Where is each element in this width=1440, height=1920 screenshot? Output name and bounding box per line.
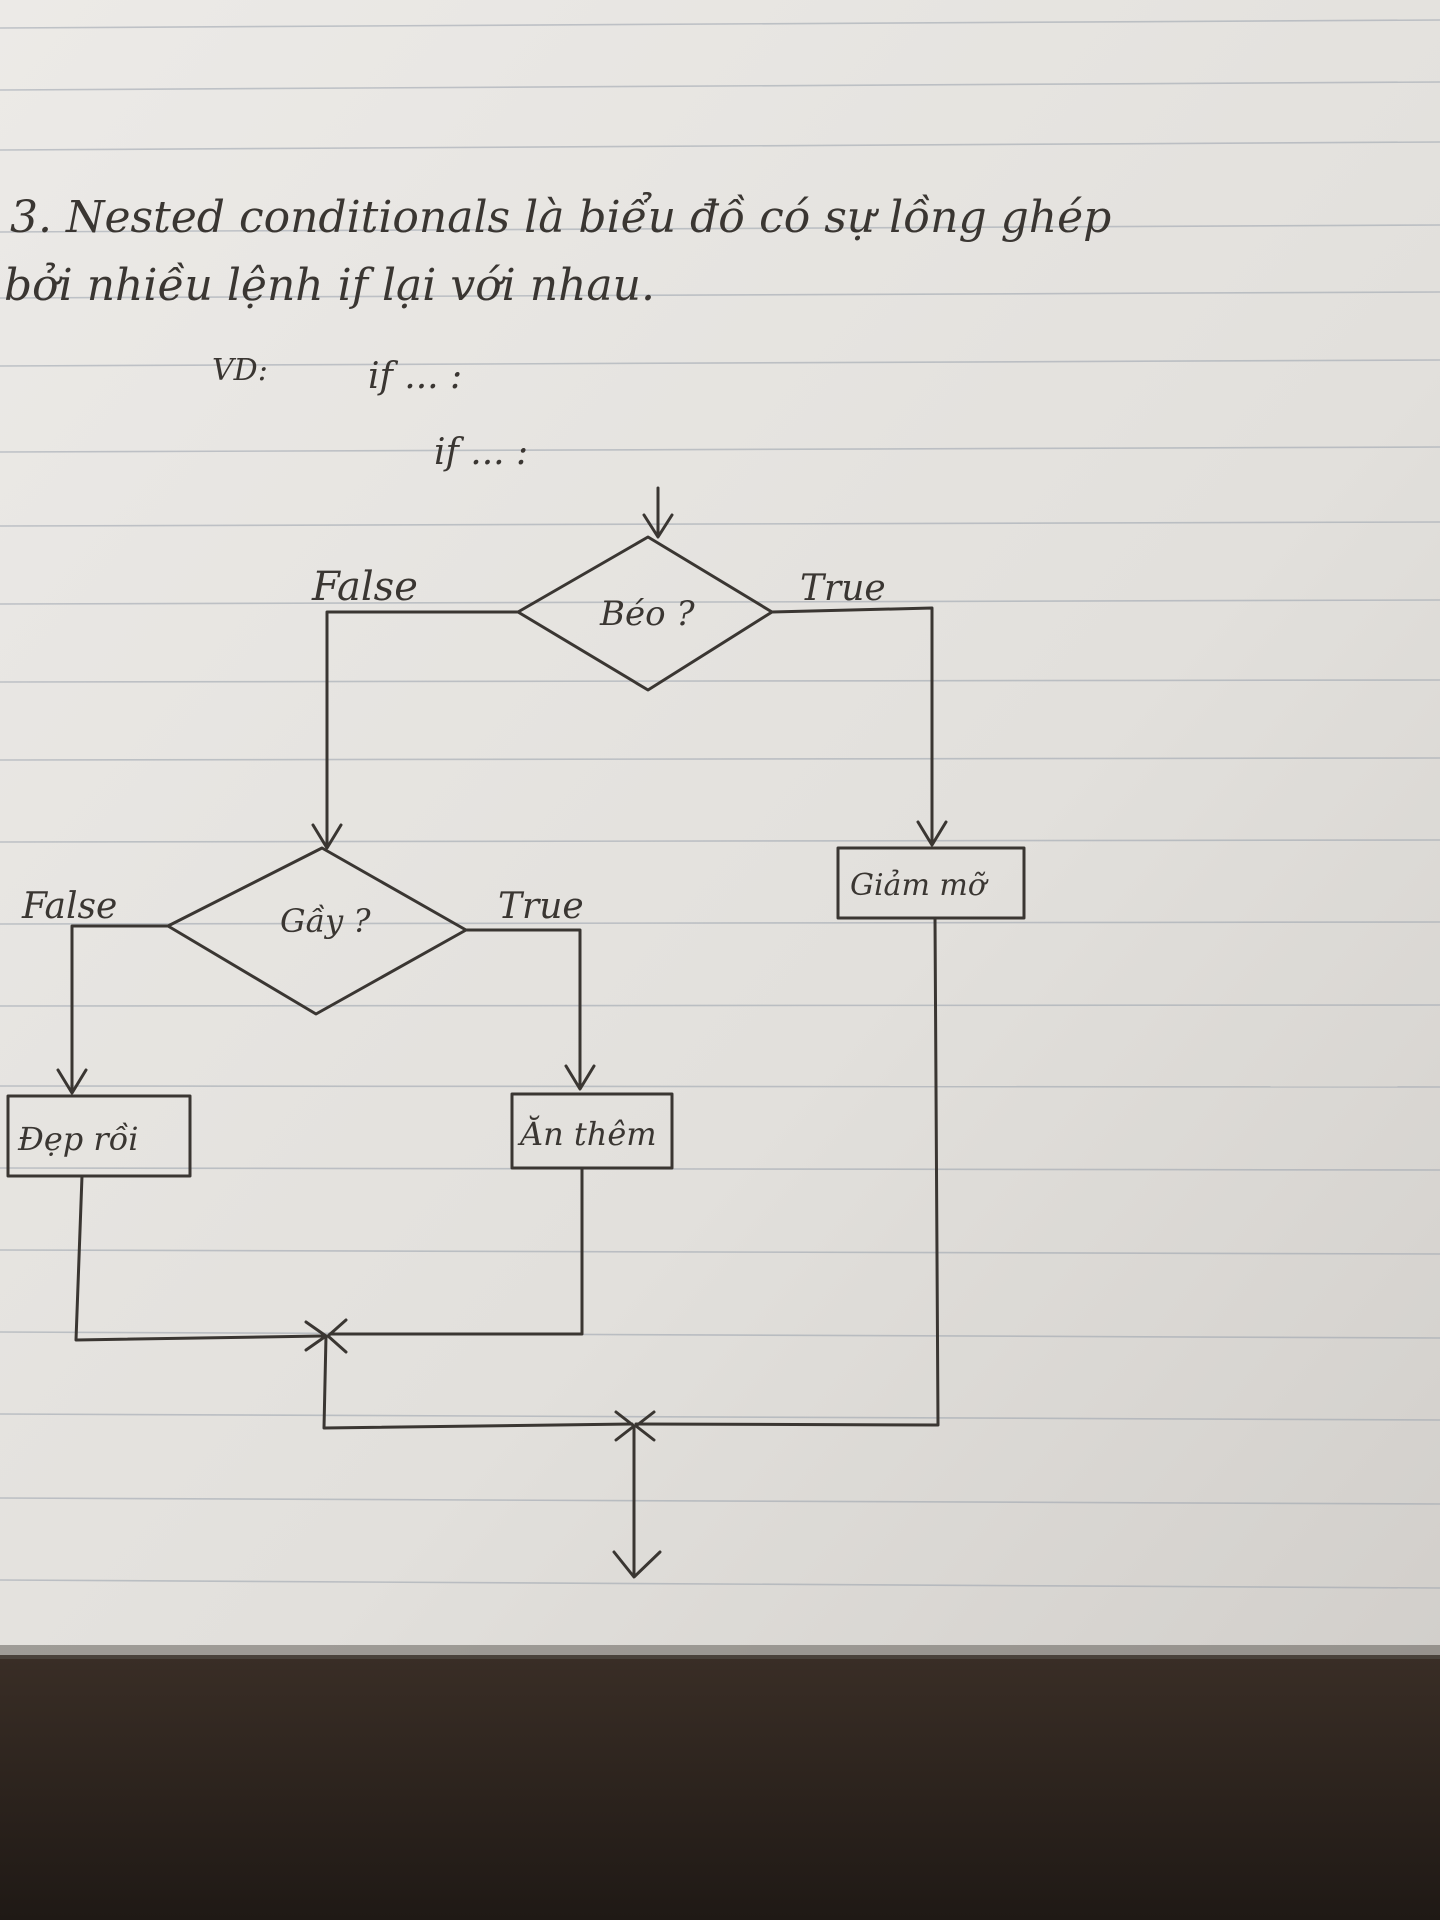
decision-gay-label: Gầy ? <box>280 902 371 940</box>
decision-beo-false-label: False <box>311 564 418 610</box>
box-giam-mo <box>836 846 1026 920</box>
heading-line-2: bởi nhiều lệnh if lại với nhau. <box>4 260 655 311</box>
example-label: VD: <box>212 353 268 388</box>
outer-merge-arrowhead-right <box>634 1410 656 1442</box>
example-if-1: if ... : <box>368 356 462 397</box>
box-giam-mo-label: Giảm mỡ <box>850 868 989 903</box>
gay-false-connector <box>70 924 170 1092</box>
decision-gay-diamond <box>166 846 468 1016</box>
box-dep-roi-label: Đẹp rồi <box>17 1120 139 1158</box>
merge-arrowhead-right <box>326 1318 348 1354</box>
beo-true-arrowhead <box>916 820 948 847</box>
entry-arrowhead <box>642 513 674 539</box>
decision-beo-diamond <box>516 535 774 692</box>
flowchart: Béo ? False True Giảm mỡ Gầy ? False Tru… <box>6 486 1026 1579</box>
decision-beo-true-label: True <box>800 568 886 609</box>
gay-true-connector <box>464 928 582 1088</box>
decision-gay-false-label: False <box>21 886 117 927</box>
notebook-paper <box>0 0 1440 1655</box>
beo-false-connector <box>325 610 520 847</box>
box-an-them <box>510 1092 674 1170</box>
an-them-merge-connector <box>328 1166 584 1336</box>
beo-true-connector <box>770 606 934 844</box>
ruled-lines <box>0 19 1440 1589</box>
decision-beo-label: Béo ? <box>599 594 695 634</box>
beo-false-arrowhead <box>311 823 343 850</box>
desk-surface <box>0 1640 1440 1920</box>
dep-roi-merge-connector <box>74 1174 324 1342</box>
example-if-2: if ... : <box>434 432 528 473</box>
box-an-them-label: Ăn thêm <box>517 1115 657 1153</box>
exit-arrowhead <box>612 1550 662 1579</box>
heading-line-1: 3. Nested conditionals là biểu đồ có sự … <box>10 191 1111 243</box>
decision-gay-true-label: True <box>498 886 584 927</box>
inner-to-outer-connector <box>322 1334 634 1430</box>
box-dep-roi <box>6 1094 192 1178</box>
gay-true-arrowhead <box>564 1064 596 1091</box>
giam-mo-merge-connector <box>634 916 940 1427</box>
gay-false-arrowhead <box>56 1068 88 1095</box>
paper-edge <box>0 1645 1440 1659</box>
